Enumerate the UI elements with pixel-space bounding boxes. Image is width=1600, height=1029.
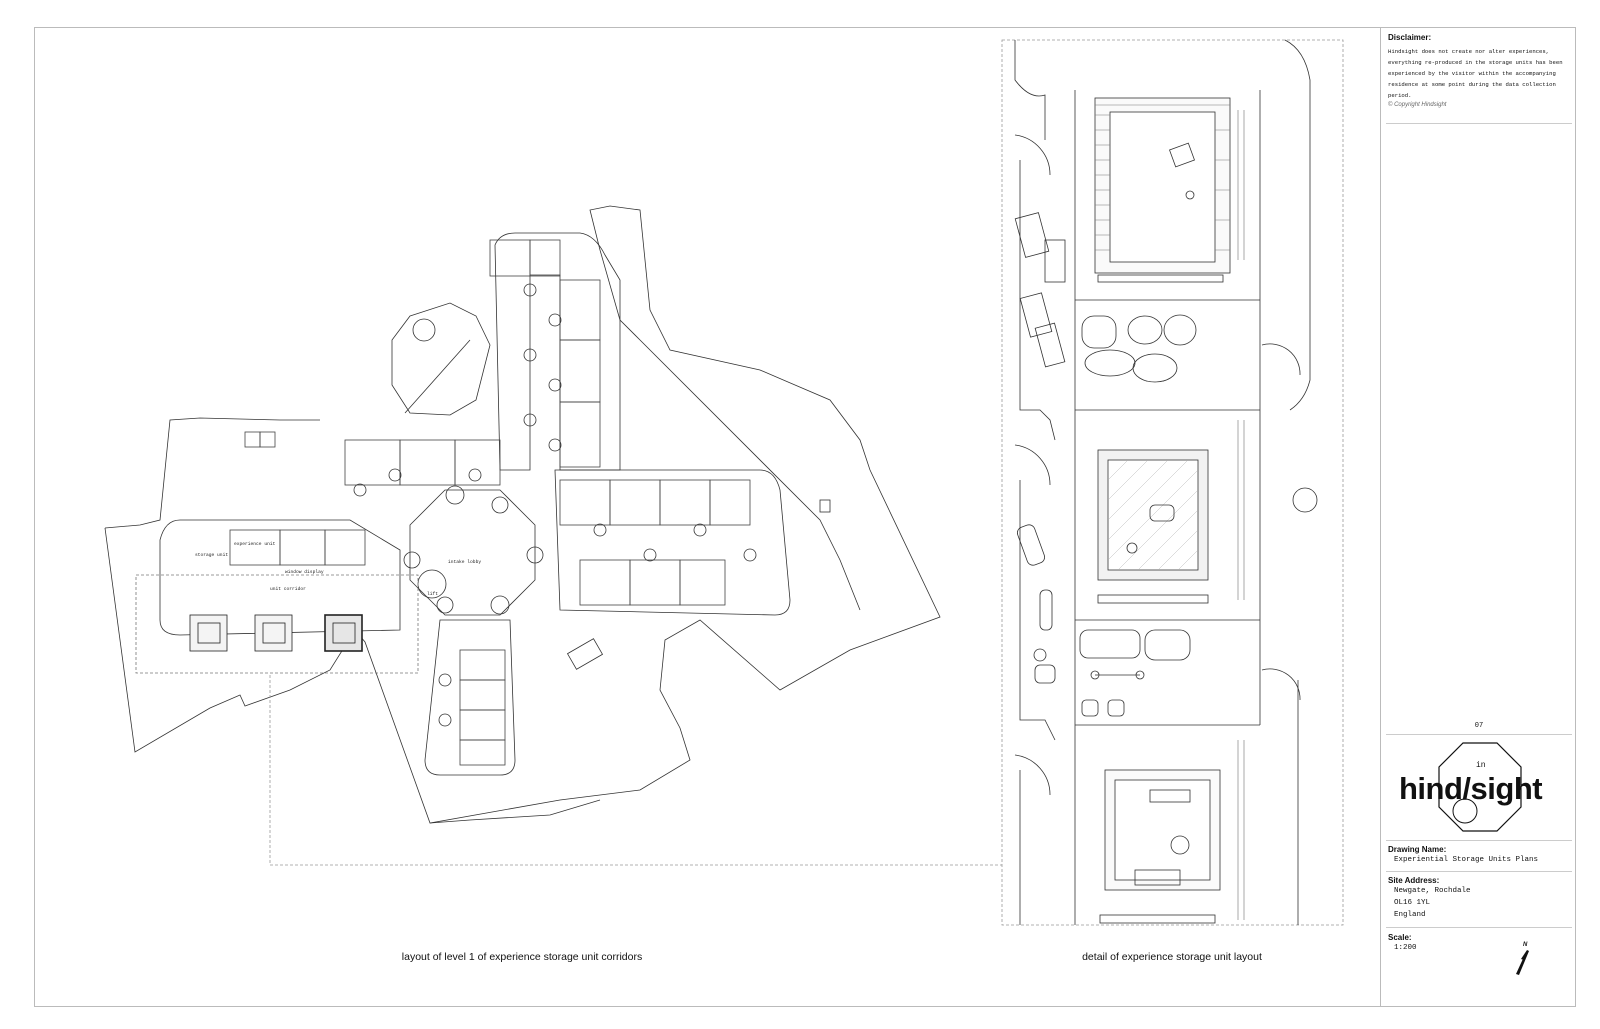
- site-address-line: Newgate, Rochdale: [1394, 887, 1471, 895]
- detail-plan: [1001, 39, 1344, 926]
- drawing-sheet: [34, 27, 1576, 1007]
- copyright: © Copyright Hindsight: [1388, 102, 1447, 108]
- drawing-name: Experiential Storage Units Plans: [1394, 856, 1539, 864]
- north-label: N: [1523, 942, 1528, 948]
- corridor-west: [159, 519, 401, 636]
- intake-lobby-octagon: [409, 489, 536, 616]
- disclaimer-title: Disclaimer:: [1388, 33, 1432, 42]
- label-storage-unit: storage unit: [195, 552, 228, 558]
- label-lift: lift: [427, 591, 438, 597]
- label-window-display: window display: [285, 569, 324, 575]
- disclaimer: Disclaimer: Hindsight does not create no…: [1388, 33, 1568, 108]
- disclaimer-body: Hindsight does not create nor alter expe…: [1388, 48, 1563, 99]
- tower-octagon: [391, 302, 491, 416]
- caption-plan: layout of level 1 of experience storage …: [402, 951, 642, 963]
- site-boundary: [104, 205, 941, 824]
- scale-block: Scale: 1:200: [1388, 933, 1417, 954]
- label-intake-lobby: intake lobby: [448, 559, 481, 565]
- logo-prefix: in: [1476, 761, 1486, 770]
- mini-units: [189, 614, 363, 652]
- scale-label: Scale:: [1388, 933, 1412, 942]
- site-address-label: Site Address:: [1388, 876, 1440, 885]
- architectural-drawing: intake lobby lift storage unit experienc…: [104, 39, 1344, 963]
- label-experience-unit: experience unit: [234, 541, 276, 547]
- detail-callout-box: [135, 574, 419, 674]
- divider: [1386, 927, 1572, 928]
- caption-detail: detail of experience storage unit layout: [1082, 951, 1262, 963]
- drawing-name-block: Drawing Name: Experiential Storage Units…: [1388, 845, 1538, 866]
- divider: [1386, 734, 1572, 735]
- logo-octagon-icon: [1438, 742, 1522, 832]
- site-plan: [104, 205, 1002, 866]
- divider: [1386, 840, 1572, 841]
- corridor-east: [554, 469, 791, 616]
- logo-text: hind/sight: [1399, 771, 1543, 806]
- site-address-line: OL16 1YL: [1394, 899, 1431, 907]
- corridor-south: [424, 619, 516, 776]
- label-unit-corridor: unit corridor: [270, 586, 306, 592]
- drawing-name-label: Drawing Name:: [1388, 845, 1447, 854]
- site-address-line: England: [1394, 911, 1426, 919]
- north-arrow-icon: [1516, 950, 1529, 975]
- corridor-north: [494, 232, 621, 471]
- site-address-block: Site Address: Newgate, Rochdale OL16 1YL…: [1388, 876, 1471, 921]
- scale-value: 1:200: [1394, 944, 1417, 952]
- sheet-number: 07: [1474, 722, 1484, 730]
- divider: [1386, 871, 1572, 872]
- divider: [1386, 123, 1572, 124]
- title-block: Disclaimer: Hindsight does not create no…: [1380, 27, 1576, 1007]
